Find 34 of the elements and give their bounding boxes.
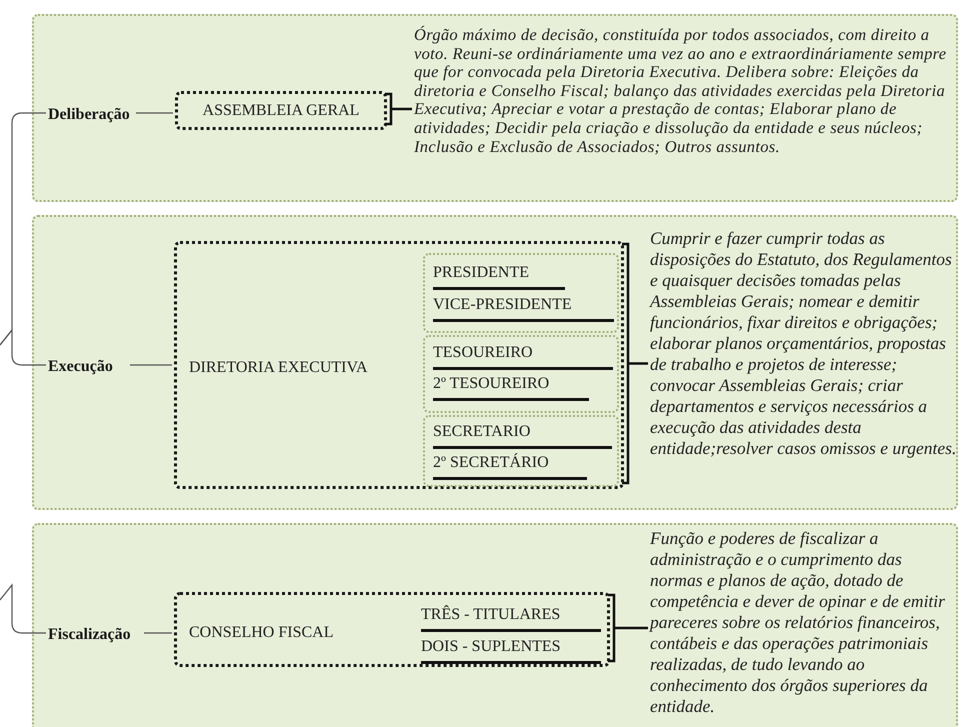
section-panel	[32, 215, 958, 510]
section-panel	[32, 523, 958, 727]
role-title: SECRETARIO	[433, 420, 612, 449]
role-group	[423, 415, 619, 487]
section-heading: Fiscalização	[48, 623, 146, 647]
organ-title: DIRETORIA EXECUTIVA	[189, 358, 368, 378]
role-title: 2º SECRETÁRIO	[433, 451, 587, 480]
connector-line	[0, 584, 46, 634]
section-panel	[32, 14, 958, 202]
connector-line	[0, 329, 46, 366]
description-text: Órgão máximo de decisão, constituída por todos associados, com direito a voto. Reuni-se ordináriamente uma vez ao ano e extraordináriamente sempre que for convocada pela Diretoria Executiva. Delibera sobre: Eleições da diretoria e Conselho Fiscal; balanço das atividades exercidas pela Diretoria Executiva; Apreciar e votar a prestação de contas; Elaborar plano de atividades; Decidir pela criação e dissolução da entidade e seus núcleos; Inclusão e Exclusão de Associados; Outros assuntos.	[414, 26, 958, 198]
description-text: Cumprir e fazer cumprir todas as disposições do Estatuto, dos Regulamentos e quaisquer decisões tomadas pelas Assembleias Gerais; nomear e demitir funcionários, fixar direitos e obrigações; elaborar planos orçamentários, propostas de trabalho e projetos de interesse; convocar Assembleias Gerais; criar departamentos e serviços necessários a execução das atividades desta entidade;resolver casos omissos e urgentes.	[650, 228, 958, 498]
section-heading: Deliberação	[48, 103, 138, 127]
connector-line	[0, 112, 46, 346]
description-text: Função e poderes de fiscalizar a administração e o cumprimento das normas e planos de ação, dotado de competência e dever de opinar e de emitir pareceres sobre os relatórios financeiros, contábeis e das operações patrimoniais realizadas, de tudo levando ao conhecimento dos órgãos superiores da entidade.	[650, 528, 958, 727]
connector-line	[130, 364, 172, 366]
role-title: 2º TESOUREIRO	[433, 372, 589, 401]
organ-box	[174, 592, 610, 667]
connector-line	[144, 632, 172, 634]
role-group	[423, 335, 619, 413]
role-title: DOIS - SUPLENTES	[421, 635, 601, 664]
role-title: TRÊS - TITULARES	[421, 603, 601, 632]
bracket-connector	[384, 92, 414, 126]
bracket-connector	[620, 242, 650, 484]
role-title: PRESIDENTE	[433, 261, 565, 290]
section-heading: Execução	[48, 355, 132, 379]
bracket-connector	[606, 594, 650, 662]
organ-box: ASSEMBLEIA GERAL	[175, 91, 387, 130]
connector-line	[136, 112, 173, 114]
role-title: VICE-PRESIDENTE	[433, 293, 614, 322]
organ-box	[174, 241, 624, 489]
role-group	[423, 253, 619, 333]
organ-title: CONSELHO FISCAL	[189, 622, 334, 642]
role-title: TESOUREIRO	[433, 341, 613, 370]
